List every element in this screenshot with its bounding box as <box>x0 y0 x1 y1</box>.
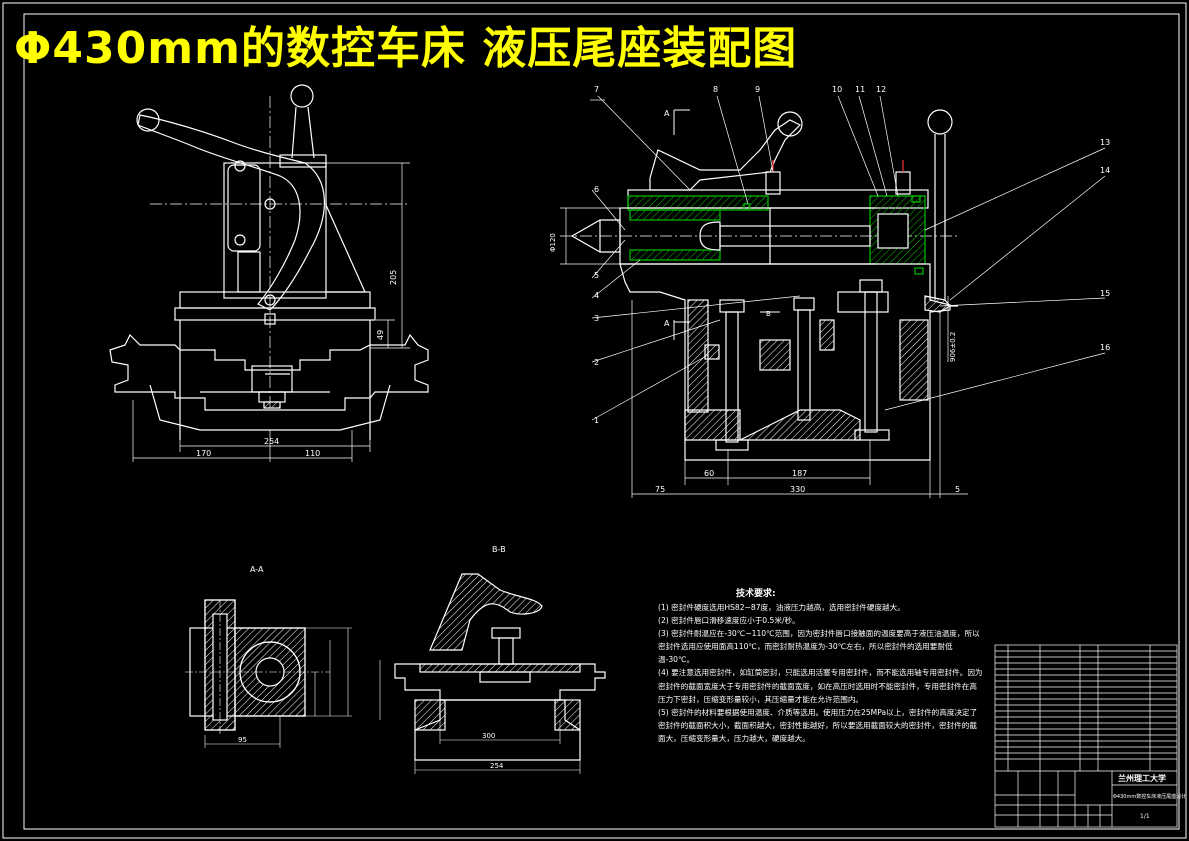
dim-main-75: 75 <box>655 485 665 494</box>
dim-bb-254: 254 <box>490 762 504 770</box>
technical-requirement-item: (2) 密封件唇口滑移速度应小于0.5米/秒。 <box>658 616 800 626</box>
section-a-top: A <box>664 109 670 118</box>
dim-front-49: 49 <box>376 330 385 340</box>
technical-requirements-heading: 技术要求: <box>736 589 776 599</box>
title-block-drawing-name: Φ430mm数控车床液压尾座设计 <box>1113 793 1186 800</box>
part-number-11: 11 <box>855 85 865 94</box>
part-number-6: 6 <box>594 185 599 194</box>
part-number-13: 13 <box>1100 138 1110 147</box>
part-number-4: 4 <box>594 291 599 300</box>
main-view-dimensions <box>560 207 968 498</box>
part-number-14: 14 <box>1100 166 1110 175</box>
inner-border <box>23 13 1180 830</box>
drawing-title: Φ430mm的数控车床 液压尾座装配图 <box>14 23 798 74</box>
part-number-10: 10 <box>832 85 842 94</box>
section-markers <box>673 109 780 340</box>
front-view <box>109 84 429 440</box>
dim-main-phi120: Φ120 <box>549 233 557 252</box>
part-number-7: 7 <box>594 85 599 94</box>
dim-bb-300: 300 <box>482 732 495 740</box>
section-aa-label: A-A <box>250 565 264 574</box>
technical-requirement-item: (4) 要注意选用密封件，如缸筒密封，只能选用活塞专用密封件，而不能选用轴专用密… <box>658 668 983 704</box>
dim-main-60: 60 <box>704 469 714 478</box>
section-bb-label: B-B <box>492 545 506 554</box>
dim-front-205: 205 <box>389 270 398 285</box>
front-view-dimensions <box>132 162 410 462</box>
part-number-2: 2 <box>594 358 599 367</box>
title-block <box>994 644 1178 828</box>
main-section-view <box>560 109 960 461</box>
part-number-1: 1 <box>594 416 599 425</box>
dim-front-254: 254 <box>264 437 279 446</box>
dim-main-330: 330 <box>790 485 805 494</box>
technical-requirement-item: (3) 密封件耐温应在-30℃~110℃范围，因为密封件唇口接触面的温度要高于液… <box>658 629 980 665</box>
technical-requirement-item: (1) 密封件硬度选用HS82~87度，油液压力越高，选用密封件硬度越大。 <box>658 603 905 612</box>
title-block-sheet: 1/1 <box>1140 813 1150 820</box>
section-a-bottom: A <box>664 319 670 328</box>
dim-front-110: 110 <box>305 449 320 458</box>
part-number-8: 8 <box>713 85 718 94</box>
section-bb-view <box>379 573 606 774</box>
part-number-16: 16 <box>1100 343 1110 352</box>
part-number-3: 3 <box>594 314 599 323</box>
dim-main-height: 906±0.2 <box>949 332 957 362</box>
dim-front-170: 170 <box>196 449 211 458</box>
leader-lines <box>590 95 1106 421</box>
dim-main-187: 187 <box>792 469 807 478</box>
technical-requirements-list: (1) 密封件硬度选用HS82~87度，油液压力越高，选用密封件硬度越大。 (2… <box>658 601 984 745</box>
dim-main-5: 5 <box>955 485 960 494</box>
section-b-mark: B <box>766 310 771 318</box>
technical-requirement-item: (5) 密封件的材料要根据使用温度、介质等选用。使用压力在25MPa以上，密封件… <box>658 707 978 743</box>
dim-aa-bottom: 95 <box>238 736 247 744</box>
section-aa-view <box>185 599 352 748</box>
part-number-5: 5 <box>594 271 599 280</box>
part-number-15: 15 <box>1100 289 1110 298</box>
title-block-university: 兰州理工大学 <box>1118 773 1166 783</box>
part-number-12: 12 <box>876 85 886 94</box>
part-number-9: 9 <box>755 85 760 94</box>
